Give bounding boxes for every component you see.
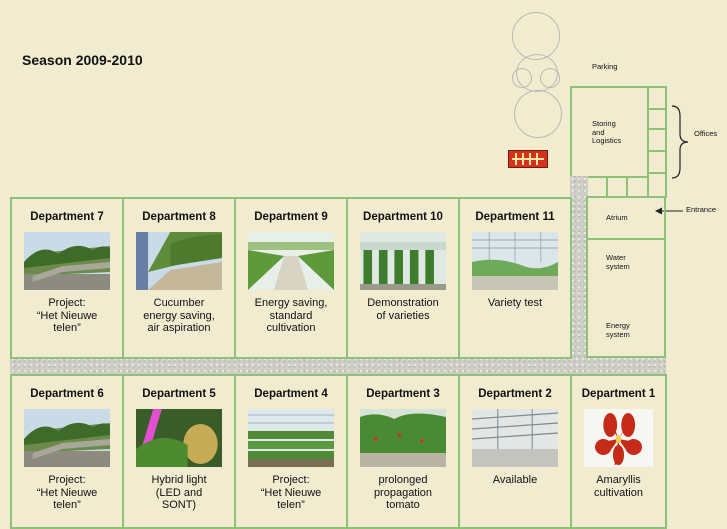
department-caption: Hybrid light (LED and SONT) — [151, 474, 207, 511]
department-photo — [584, 409, 653, 467]
offices-brace-icon — [671, 105, 689, 179]
department-2: Department 2 Available — [458, 374, 572, 529]
department-5: Department 5 Hybrid light (LED and SONT) — [122, 374, 236, 529]
entrance-label: Entrance — [686, 205, 717, 214]
department-photo — [24, 232, 110, 290]
office-wall — [588, 176, 648, 178]
department-photo — [248, 232, 334, 290]
department-caption: Project: “Het Nieuwe telen” — [36, 297, 98, 334]
department-photo — [136, 232, 222, 290]
water-label: Water system — [606, 253, 630, 271]
trailer-icon — [508, 150, 548, 168]
department-6: Department 6 Project: “Het Nieuwe telen” — [10, 374, 124, 529]
department-photo — [360, 232, 446, 290]
department-caption: Energy saving, standard cultivation — [254, 297, 328, 334]
office-wall — [606, 178, 608, 196]
office-wall — [647, 88, 649, 196]
department-caption: Available — [492, 474, 538, 486]
energy-label: Energy system — [606, 321, 630, 339]
page-title: Season 2009-2010 — [22, 52, 143, 68]
parking-label: Parking — [592, 62, 618, 71]
corridor-vertical — [570, 176, 588, 366]
department-name: Department 7 — [30, 211, 104, 223]
office-wall — [649, 108, 665, 110]
department-name: Department 2 — [478, 388, 552, 400]
department-name: Department 1 — [581, 388, 656, 400]
service-wall — [588, 238, 664, 240]
department-3: Department 3 prolonged propagation tomat… — [346, 374, 460, 529]
department-4: Department 4 Project: “Het Nieuwe telen” — [234, 374, 348, 529]
department-photo — [360, 409, 446, 467]
department-9: Department 9 Energy saving, standard cul… — [234, 197, 348, 359]
corridor-horizontal — [10, 356, 666, 376]
department-10: Department 10 Demonstration of varieties — [346, 197, 460, 359]
department-caption: Project: “Het Nieuwe telen” — [36, 474, 98, 511]
department-name: Department 3 — [366, 388, 440, 400]
department-caption: prolonged propagation tomato — [373, 474, 433, 511]
department-caption: Variety test — [487, 297, 543, 309]
entrance-arrow-icon — [655, 207, 683, 215]
parking-circle — [514, 90, 562, 138]
parking-circle — [512, 68, 532, 88]
department-photo — [248, 409, 334, 467]
office-wall — [649, 128, 665, 130]
office-wall — [649, 150, 665, 152]
office-wall — [649, 172, 665, 174]
department-caption: Demonstration of varieties — [367, 297, 439, 322]
service-block — [586, 196, 666, 358]
storing-label: Storing and Logistics — [592, 119, 622, 145]
department-name: Department 5 — [142, 388, 216, 400]
parking-circle — [540, 68, 560, 88]
atrium-label: Atrium — [606, 213, 628, 222]
department-photo — [136, 409, 222, 467]
department-name: Department 4 — [254, 388, 328, 400]
department-1: Department 1 Amaryllis cultivation — [570, 374, 667, 529]
offices-label: Offices — [694, 129, 718, 138]
department-caption: Amaryllis cultivation — [594, 474, 643, 499]
department-caption: Project: “Het Nieuwe telen” — [260, 474, 322, 511]
department-name: Department 10 — [363, 211, 443, 223]
parking-circle — [512, 12, 560, 60]
office-wall — [626, 178, 628, 196]
department-photo — [24, 409, 110, 467]
department-photo — [472, 232, 558, 290]
department-name: Department 8 — [142, 211, 216, 223]
department-11: Department 11 Variety test — [458, 197, 572, 359]
department-name: Department 9 — [254, 211, 328, 223]
department-photo — [471, 409, 559, 467]
department-8: Department 8 Cucumber energy saving, air… — [122, 197, 236, 359]
department-name: Department 11 — [475, 211, 555, 223]
department-caption: Cucumber energy saving, air aspiration — [143, 297, 215, 334]
department-7: Department 7 Project: “Het Nieuwe telen” — [10, 197, 124, 359]
department-name: Department 6 — [30, 388, 104, 400]
